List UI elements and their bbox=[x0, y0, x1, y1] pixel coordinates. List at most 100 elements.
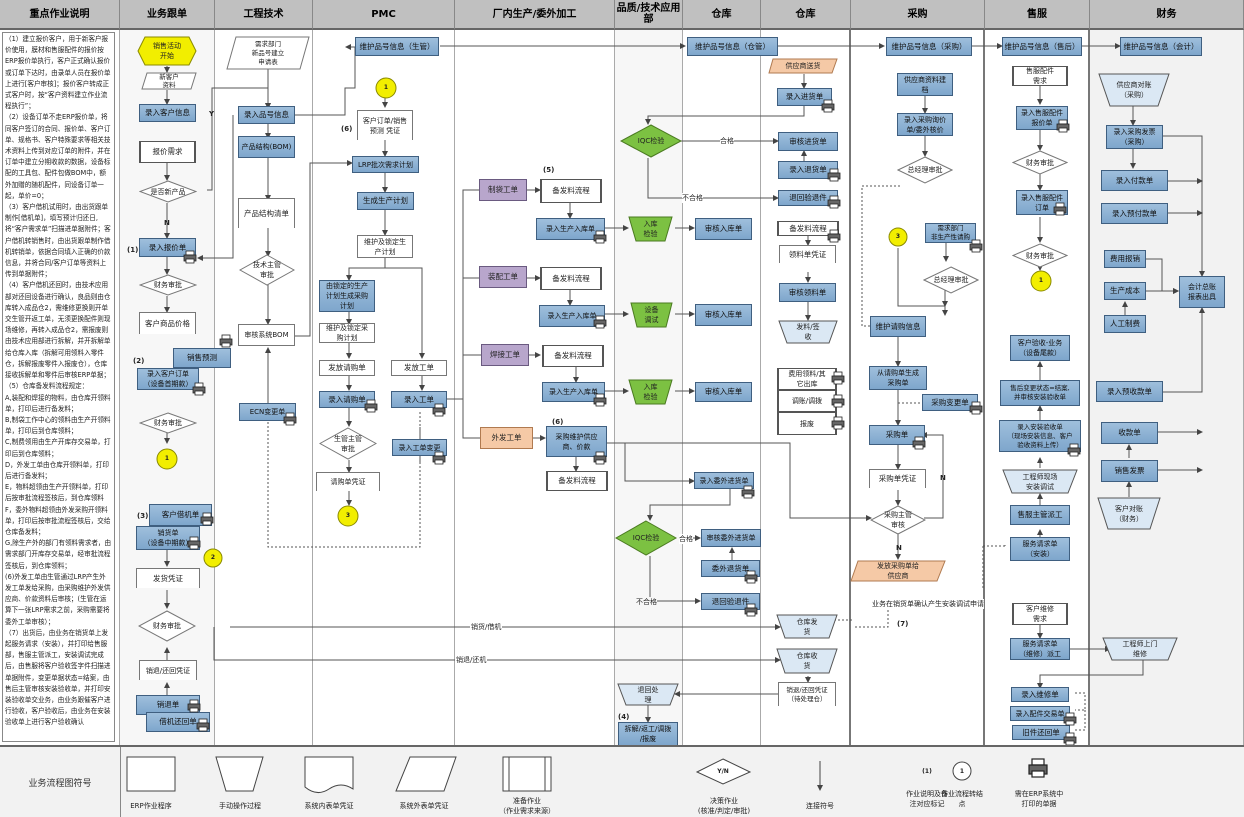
finance-approve-2-label: 财务审批 bbox=[154, 419, 182, 427]
gm-approve-1-label: 总经理审批 bbox=[907, 166, 943, 174]
service-dispatch[interactable]: 售服主管派工 bbox=[1010, 505, 1070, 525]
lrp-batch-plan[interactable]: LRP批次需求计划 bbox=[352, 156, 419, 173]
loan-return-order[interactable]: 借机还回单 bbox=[146, 712, 210, 732]
bag-work-order[interactable]: 制袋工单 bbox=[479, 179, 527, 201]
po-change[interactable]: 采购变更单 bbox=[922, 394, 978, 411]
enter-item-info[interactable]: 录入品号信息 bbox=[238, 106, 295, 124]
expense-pick[interactable]: 费用领料/其 它出库 bbox=[777, 368, 837, 390]
enter-repair-order[interactable]: 录入维修单 bbox=[1011, 687, 1069, 702]
enter-work-order[interactable]: 录入工单 bbox=[391, 391, 447, 408]
receipt-order[interactable]: 收款单 bbox=[1101, 422, 1158, 444]
header-warehouse-1: 仓库 bbox=[683, 0, 761, 30]
generate-production-plan[interactable]: 生成生产计划 bbox=[357, 192, 414, 210]
enter-parts-quote[interactable]: 录入售服配件 报价单 bbox=[1016, 106, 1068, 130]
enter-quote[interactable]: 录入报价单 bbox=[139, 238, 196, 257]
enter-goods-return[interactable]: 录入退货单 bbox=[778, 161, 838, 179]
enter-outsource-receipt[interactable]: 录入委外进货单 bbox=[694, 472, 754, 489]
prep-flow-1[interactable]: 备发料流程 bbox=[540, 179, 602, 203]
old-parts-return[interactable]: 旧件还回单 bbox=[1012, 725, 1070, 740]
enter-prereceipt[interactable]: 录入预收款单 bbox=[1096, 381, 1163, 402]
general-ledger-report[interactable]: 会计总账 报表出具 bbox=[1179, 276, 1225, 308]
header-warehouse-2: 仓库 bbox=[761, 0, 851, 30]
enter-payment[interactable]: 录入付款单 bbox=[1101, 170, 1168, 191]
review-system-bom[interactable]: 审核系统BOM bbox=[238, 324, 295, 346]
return-inspect-goods[interactable]: 退回验退件 bbox=[778, 190, 838, 206]
ecn-change-order[interactable]: ECN变更单 bbox=[239, 403, 296, 421]
maintain-item-service[interactable]: 维护品号信息（售后） bbox=[1002, 37, 1082, 56]
finance-approve-1-decision bbox=[139, 274, 197, 296]
enter-customer-info[interactable]: 录入客户信息 bbox=[139, 104, 196, 122]
issue-purchase-request[interactable]: 发放请购单 bbox=[319, 360, 375, 376]
customer-loan-order[interactable]: 客户借机单 bbox=[149, 504, 212, 526]
maintain-item-pmc[interactable]: 维护品号信息（生管） bbox=[355, 37, 439, 56]
enter-parts-transaction[interactable]: 录入配件交易单 bbox=[1010, 706, 1070, 721]
production-cost[interactable]: 生产成本 bbox=[1104, 282, 1146, 300]
enter-inquiry[interactable]: 录入采购询价 单/委外核价 bbox=[897, 113, 953, 136]
review-receipt-2[interactable]: 审核入库单 bbox=[695, 304, 752, 326]
enter-parts-order[interactable]: 录入售服配件 订单 bbox=[1016, 190, 1068, 215]
review-outsource-receipt[interactable]: 审核委外进货单 bbox=[701, 529, 761, 547]
purchase-order[interactable]: 采购单 bbox=[869, 425, 925, 445]
sales-invoice[interactable]: 销售发票 bbox=[1101, 460, 1158, 482]
note-mark-5: (5) bbox=[543, 166, 555, 174]
service-parts-demand[interactable]: 售服配件 需求 bbox=[1012, 66, 1068, 86]
enter-work-order-change[interactable]: 录入工单变更 bbox=[392, 439, 447, 456]
prep-flow-3[interactable]: 备发料流程 bbox=[542, 345, 604, 367]
sales-forecast[interactable]: 销售预测 bbox=[173, 348, 231, 368]
supplier-file[interactable]: 供应商资料建 档 bbox=[897, 73, 953, 96]
service-request-repair[interactable]: 服务请求单 （维修）派工 bbox=[1010, 638, 1070, 660]
review-receipt-3[interactable]: 审核入库单 bbox=[695, 382, 752, 402]
lock-purchase-plan[interactable]: 维护及锁定采 购计划 bbox=[319, 323, 375, 343]
service-close-status[interactable]: 售后变更状态=结案, 并审核安装验收单 bbox=[1000, 380, 1080, 406]
enter-goods-receipt[interactable]: 录入进货单 bbox=[777, 88, 832, 106]
review-pick-list[interactable]: 审核领料单 bbox=[779, 283, 836, 302]
review-goods-receipt[interactable]: 审核进货单 bbox=[778, 132, 838, 151]
prep-flow-4[interactable]: 备发料流程 bbox=[546, 471, 608, 491]
service-request-install[interactable]: 服务请求单 （安装） bbox=[1010, 537, 1070, 561]
product-bom[interactable]: 产品结构(BOM) bbox=[238, 136, 295, 158]
quote-demand[interactable]: 报价需求 bbox=[139, 141, 196, 163]
issue-work-order[interactable]: 发放工单 bbox=[391, 360, 447, 376]
sales-order[interactable]: 销货单 （设备中期款） bbox=[136, 526, 200, 550]
warehouse-ship-label: 仓库发 货 bbox=[796, 617, 818, 636]
maintain-purchase-request[interactable]: 维护请购信息 bbox=[870, 316, 926, 337]
customer-acceptance[interactable]: 客户验收-业务 （设备尾款） bbox=[1010, 335, 1070, 361]
prep-flow-warehouse[interactable]: 备发料流程 bbox=[777, 221, 839, 236]
lock-production-plan[interactable]: 维护及锁定生 产计划 bbox=[357, 235, 413, 258]
outsource-work-order[interactable]: 外发工单 bbox=[480, 427, 533, 449]
enter-customer-order[interactable]: 录入客户订单 （设备首期款） bbox=[137, 368, 199, 390]
disassemble-rework[interactable]: 拆解/返工/调拨 /报废 bbox=[618, 722, 678, 746]
assembly-work-order[interactable]: 装配工单 bbox=[479, 266, 527, 288]
review-receipt-1[interactable]: 审核入库单 bbox=[695, 218, 752, 240]
header-pmc: PMC bbox=[313, 0, 455, 30]
non-production-request[interactable]: 需求部门 非生产性请购 bbox=[925, 223, 976, 243]
enter-prepayment[interactable]: 录入预付款单 bbox=[1101, 203, 1168, 224]
finance-approve-1-label: 财务审批 bbox=[154, 281, 182, 289]
enter-production-receipt-2[interactable]: 录入生产入库单 bbox=[539, 305, 605, 327]
maintain-supplier-price[interactable]: 采购维护供应 商、价款 bbox=[546, 426, 607, 457]
enter-install-acceptance[interactable]: 录入安装验收单 （现场安装信息、客户 验收资料上传） bbox=[999, 420, 1081, 452]
labor-overhead[interactable]: 人工制费 bbox=[1104, 315, 1146, 333]
prep-flow-2[interactable]: 备发料流程 bbox=[540, 267, 602, 290]
maintain-item-finance[interactable]: 维护品号信息（会计） bbox=[1120, 37, 1202, 56]
enter-purchase-invoice[interactable]: 录入采购发票 （采购） bbox=[1106, 125, 1163, 149]
supplier-reconciliation-shape bbox=[1098, 73, 1170, 107]
maintain-item-warehouse[interactable]: 维护品号信息（仓管） bbox=[687, 37, 778, 56]
enter-production-receipt-3[interactable]: 录入生产入库单 bbox=[542, 382, 605, 402]
return-inspect-outsource[interactable]: 退回验退件 bbox=[701, 593, 760, 610]
receipt-inspect-2-label: 入库 检验 bbox=[643, 383, 658, 401]
customer-repair-demand[interactable]: 客户维修 需求 bbox=[1012, 603, 1068, 625]
enter-purchase-request[interactable]: 录入请购单 bbox=[319, 391, 375, 408]
generate-po[interactable]: 从请购单生成 采购单 bbox=[869, 366, 927, 390]
outsource-return[interactable]: 委外退货单 bbox=[701, 560, 760, 577]
scrap[interactable]: 报废 bbox=[777, 412, 837, 435]
return-loan-label: 销退/还机 bbox=[455, 655, 488, 665]
account-transfer[interactable]: 调账/调拨 bbox=[777, 390, 837, 412]
return-processing-label: 退回处 理 bbox=[637, 685, 659, 704]
weld-work-order[interactable]: 焊接工单 bbox=[481, 344, 529, 366]
new-customer-data-shape bbox=[141, 72, 197, 90]
generate-purchase-plan[interactable]: 由锁定的生产 计划生成采购 计划 bbox=[319, 280, 375, 312]
maintain-item-purchase[interactable]: 维护品号信息（采购） bbox=[886, 37, 972, 56]
enter-production-receipt-1[interactable]: 录入生产入库单 bbox=[536, 218, 605, 240]
expense-reimbursement[interactable]: 费用报销 bbox=[1104, 250, 1146, 268]
